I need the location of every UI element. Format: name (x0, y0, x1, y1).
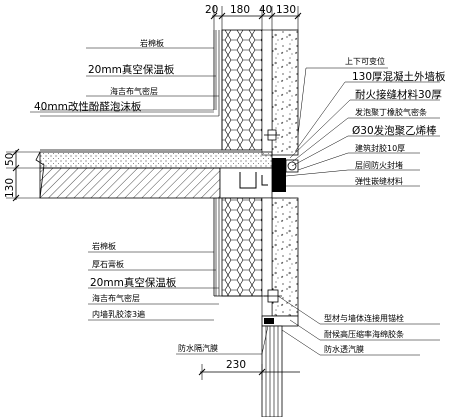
left-upper-labels: 岩棉板 20mm真空保温板 海吉布气密层 40mm改性酚醛泡沫板 (30, 38, 219, 113)
label-airtight-layer-lower: 海吉布气密层 (92, 293, 140, 303)
label-variable-position: 上下可变位 (345, 56, 385, 66)
label-building-sealant: 建筑封胶10厚 (355, 143, 405, 153)
label-gypsum-board: 厚石膏板 (92, 259, 124, 269)
dim-bottom: 230 (226, 359, 246, 371)
dim-top-3: 40 (259, 4, 272, 16)
label-breathable-membrane: 防水透汽膜 (324, 344, 364, 354)
dim-top-1: 20 (205, 4, 218, 16)
label-concrete-panel: 130厚混凝土外墙板 (352, 70, 446, 83)
window-frame (261, 325, 283, 417)
label-airtight-layer-upper: 海吉布气密层 (110, 86, 158, 96)
label-vacuum-board-upper: 20mm真空保温板 (88, 63, 175, 76)
label-rockwool-upper: 岩棉板 (140, 38, 164, 48)
label-fire-stop: 层间防火封堵 (355, 160, 403, 170)
left-lower-labels: 岩棉板 厚石膏板 20mm真空保温板 海吉布气密层 内墙乳胶漆3遍 (88, 241, 219, 321)
label-elastic-sealant: 弹性嵌缝材料 (355, 176, 403, 186)
label-phenolic-foam: 40mm改性酚醛泡沫板 (34, 100, 142, 113)
label-fireproof-joint: 耐火接缝材料30厚 (355, 88, 442, 101)
dim-left-1: 130 (4, 178, 16, 198)
dim-top-4: 130 (276, 4, 296, 16)
upper-wall-assembly (40, 29, 299, 156)
right-labels: 上下可变位 130厚混凝土外墙板 耐火接缝材料30厚 发泡聚丁橡胶气密条 Ø30… (285, 56, 446, 187)
label-vacuum-board-lower: 20mm真空保温板 (90, 276, 177, 289)
label-rockwool-lower: 岩棉板 (92, 241, 116, 251)
label-airtight-strip: 发泡聚丁橡胶气密条 (355, 107, 427, 117)
label-pe-rod: Ø30发泡聚乙烯棒 (352, 124, 437, 137)
label-latex-paint: 内墙乳胶漆3遍 (92, 309, 145, 319)
label-sponge-strip: 耐候高压缩率海绵胶条 (324, 329, 404, 339)
label-anchor-bolt: 型材与墙体连接用锚栓 (324, 313, 404, 323)
lower-wall-assembly (213, 197, 299, 327)
dim-left-2: 50 (4, 153, 16, 166)
top-dimension: 20 180 40 130 (205, 4, 302, 30)
dim-top-2: 180 (230, 4, 250, 16)
floor-slab (35, 151, 299, 199)
bottom-labels: 防水隔汽膜 型材与墙体连接用锚栓 耐候高压缩率海绵胶条 防水透汽膜 (176, 295, 440, 356)
label-vapor-barrier: 防水隔汽膜 (178, 343, 218, 353)
bottom-dimension: 230 (198, 359, 300, 380)
left-dimension: 130 50 (4, 148, 40, 202)
